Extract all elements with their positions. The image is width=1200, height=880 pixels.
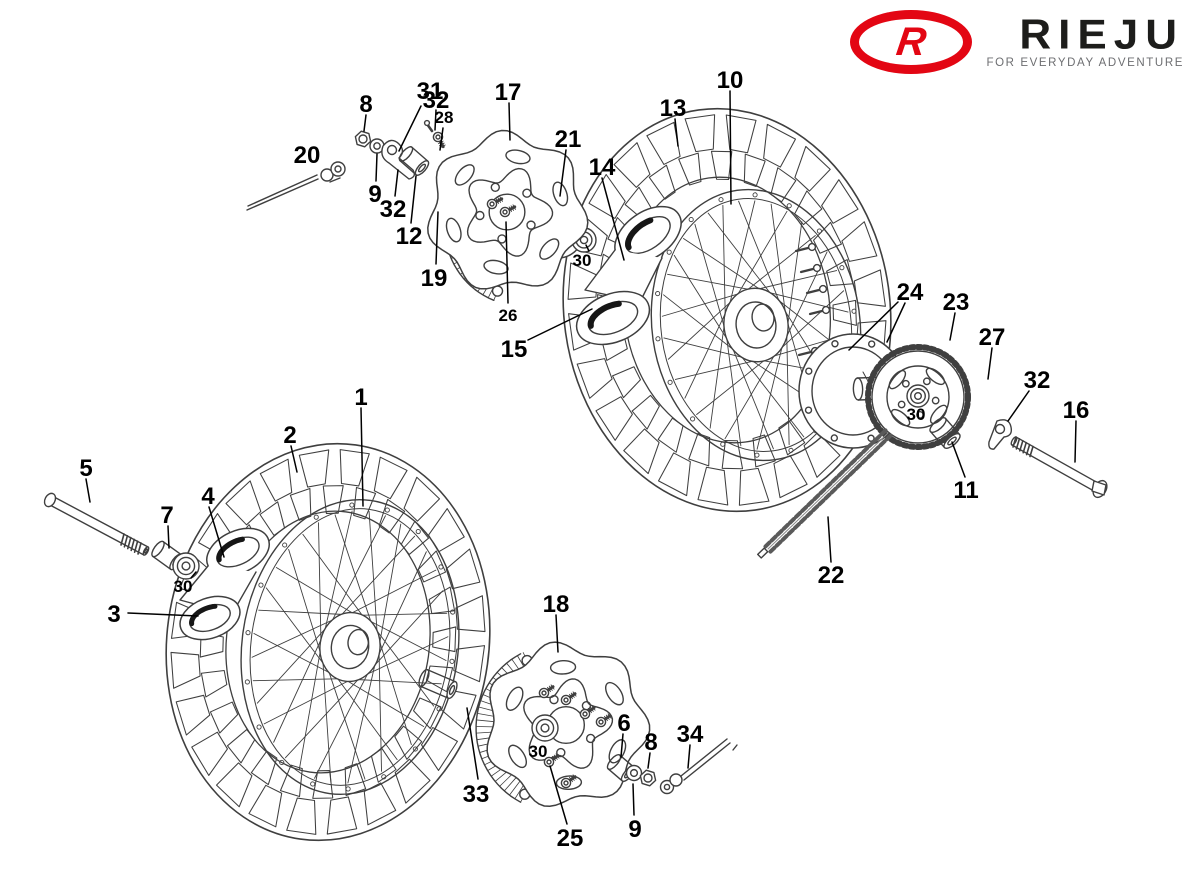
rear-sprocket — [865, 344, 971, 450]
callout-9: 9 — [368, 181, 381, 208]
front-sensor-nut — [354, 130, 372, 148]
drive-chain — [757, 428, 893, 559]
callout-23: 23 — [943, 289, 970, 316]
callout-leader-lines — [85, 90, 1077, 825]
speed-sensor-cable — [246, 161, 346, 211]
front-axle-stub — [418, 668, 458, 700]
callout-5: 5 — [79, 455, 92, 482]
callout-26: 26 — [499, 306, 518, 325]
callout-labels: 1234573089321219313228172021143026151310… — [79, 67, 1089, 852]
callout-24: 24 — [897, 279, 924, 306]
rear-chain-adjuster-bracket — [988, 419, 1013, 450]
front-rim-and-spokes — [240, 498, 460, 796]
front-sensor-bracket — [381, 139, 416, 180]
callout-27: 27 — [979, 324, 1006, 351]
callout-32: 32 — [423, 87, 450, 114]
callout-33: 33 — [463, 781, 490, 808]
callout-1: 1 — [354, 384, 367, 411]
callout-19: 19 — [421, 265, 448, 292]
rear-sprocket-side-seal — [575, 290, 651, 346]
rear-axle-spacer — [929, 416, 961, 450]
callout-6: 6 — [617, 710, 630, 737]
rear-axle — [1010, 436, 1108, 499]
callout-8: 8 — [644, 729, 657, 756]
logo-r-letter: R — [893, 20, 929, 64]
callout-31: 31 — [417, 78, 444, 105]
rear-disc-bearing — [531, 714, 559, 742]
callout-10: 10 — [717, 67, 744, 94]
front-bearing — [172, 552, 200, 580]
callout-34: 34 — [677, 721, 704, 748]
rear-rim-and-spokes — [650, 188, 862, 462]
callout-25: 25 — [557, 825, 584, 852]
brand-tagline: FOR EVERYDAY ADVENTURE — [986, 56, 1184, 69]
callout-21: 21 — [555, 126, 582, 153]
callout-18: 18 — [543, 591, 570, 618]
callout-4: 4 — [201, 483, 215, 510]
callout-30: 30 — [573, 251, 592, 270]
callout-9: 9 — [628, 816, 641, 843]
callout-20: 20 — [294, 142, 321, 169]
callout-14: 14 — [589, 154, 616, 181]
callout-16: 16 — [1063, 397, 1090, 424]
callout-2: 2 — [283, 422, 296, 449]
callout-30: 30 — [907, 405, 926, 424]
logo-text-block: RIEJU FOR EVERYDAY ADVENTURE — [986, 11, 1184, 69]
rear-brake-side-collar — [614, 205, 682, 265]
callout-30: 30 — [174, 577, 193, 596]
rear-sensor-washer — [625, 764, 643, 782]
callout-32: 32 — [1024, 367, 1051, 394]
callout-32: 32 — [380, 196, 407, 223]
rear-sensor-nut — [639, 769, 657, 787]
callout-3: 3 — [107, 601, 120, 628]
rear-disc-screws — [538, 684, 612, 789]
callout-13: 13 — [660, 95, 687, 122]
callout-22: 22 — [818, 562, 845, 589]
rear-sensor-cable — [659, 738, 738, 795]
callout-11: 11 — [953, 477, 978, 504]
callout-15: 15 — [501, 336, 528, 363]
front-disc-screws — [486, 196, 517, 218]
callout-7: 7 — [160, 502, 173, 529]
callout-8: 8 — [359, 91, 372, 118]
front-seal-ring — [179, 595, 241, 641]
callout-28: 28 — [435, 108, 454, 127]
rieju-oval-monogram-icon: R — [850, 10, 973, 74]
brand-name: RIEJU — [1019, 11, 1184, 59]
rieju-logo: R RIEJU FOR EVERYDAY ADVENTURE — [850, 10, 1184, 74]
callout-12: 12 — [396, 223, 423, 250]
front-axle — [43, 492, 150, 556]
front-sensor-spacer — [398, 146, 430, 176]
callout-30: 30 — [529, 742, 548, 761]
front-sensor-washer — [369, 138, 385, 154]
callout-17: 17 — [495, 79, 522, 106]
